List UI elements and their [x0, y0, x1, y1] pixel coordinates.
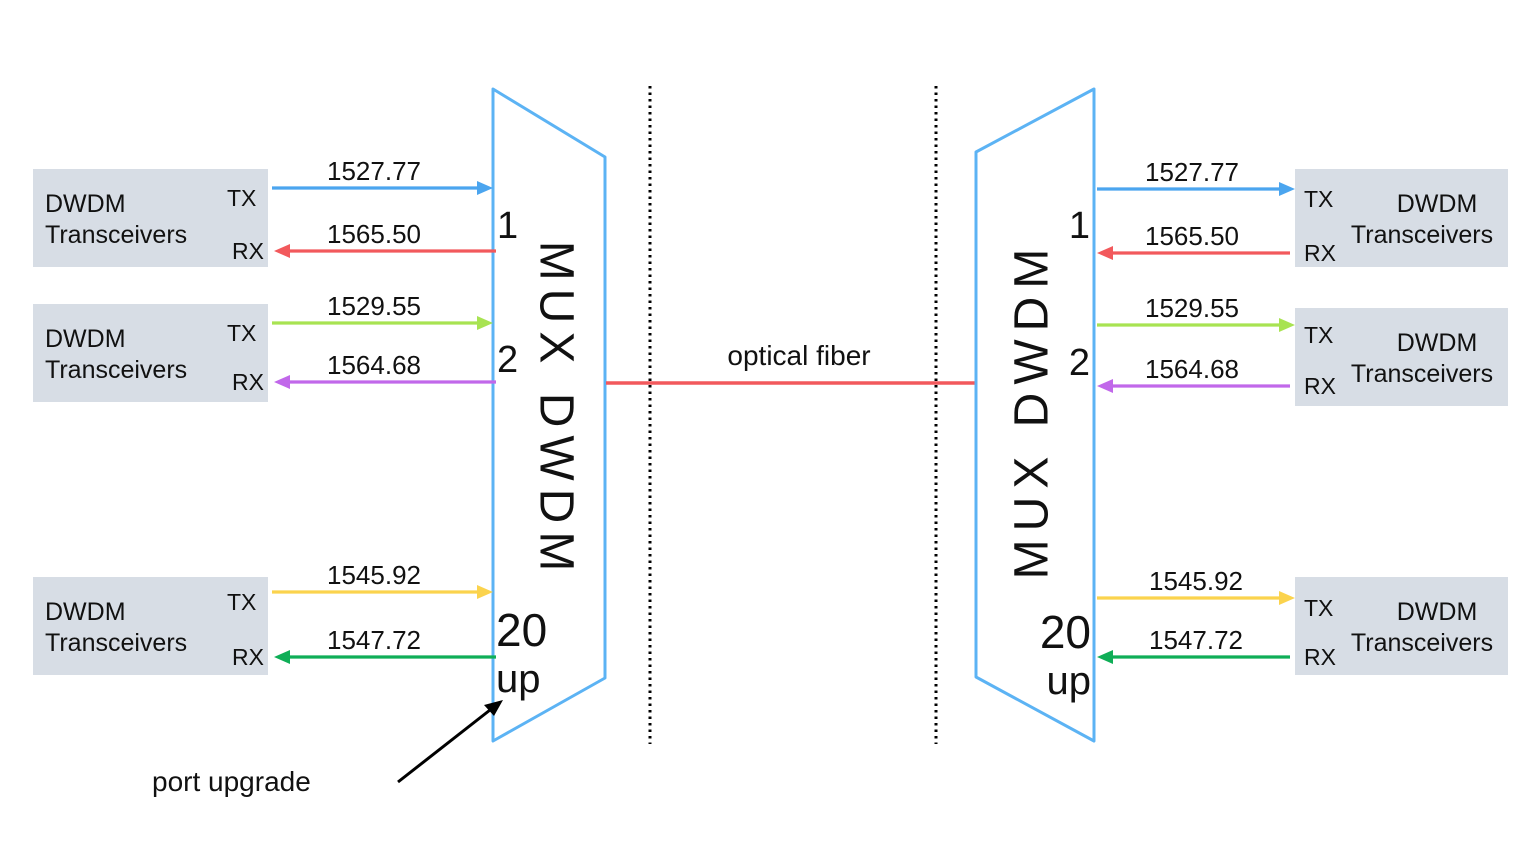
port-upgrade-arrow-line [397, 708, 491, 784]
port-upgrade-annotation: port upgrade [152, 700, 503, 797]
transceiver-label-line2: Transceivers [45, 221, 187, 249]
transceiver-label-line1: DWDM [45, 325, 126, 353]
right-channel-2: 1529.55 1564.68 [1097, 293, 1295, 393]
transceiver-box [33, 577, 268, 675]
right-transceiver-box-3: TX RX DWDM Transceivers [1295, 577, 1508, 675]
tx-wavelength-label: 1527.77 [327, 156, 421, 186]
mux-port-2-label: 2 [1069, 342, 1090, 384]
rx-arrow-head [274, 375, 290, 389]
tx-port-label: TX [227, 185, 256, 211]
left-channel-2: 1529.55 1564.68 [272, 291, 496, 389]
transceiver-label-line1: DWDM [45, 190, 126, 218]
optical-fiber-label: optical fiber [727, 340, 870, 371]
left-channel-1: 1527.77 1565.50 [272, 156, 496, 258]
rx-wavelength-label: 1564.68 [327, 350, 421, 380]
mux-trapezoid [974, 87, 1096, 743]
tx-arrow-head [1279, 318, 1295, 332]
transceiver-label-line2: Transceivers [1351, 221, 1493, 249]
mux-port-20-label: 20 [1040, 606, 1091, 658]
tx-wavelength-label: 1529.55 [1145, 293, 1239, 323]
mux-label: MUX DWDM [529, 241, 582, 580]
left-mux: MUX DWDM 1 2 20 up [491, 87, 607, 743]
tx-arrow-head [477, 181, 493, 195]
mux-port-20-label: 20 [496, 604, 547, 656]
rx-port-label: RX [1304, 644, 1336, 670]
right-channel-1: 1527.77 1565.50 [1097, 157, 1295, 260]
rx-wavelength-label: 1565.50 [1145, 221, 1239, 251]
mux-trapezoid [491, 87, 607, 743]
rx-arrow-head [1097, 246, 1113, 260]
tx-wavelength-label: 1529.55 [327, 291, 421, 321]
tx-arrow-head [477, 316, 493, 330]
rx-port-label: RX [1304, 373, 1336, 399]
transceiver-box [33, 304, 268, 402]
tx-port-label: TX [227, 589, 256, 615]
right-channel-20: 1545.92 1547.72 [1097, 566, 1295, 664]
rx-arrow-head [274, 650, 290, 664]
mux-port-2-label: 2 [497, 339, 518, 381]
mux-port-up-label: up [1047, 659, 1092, 703]
tx-port-label: TX [1304, 322, 1333, 348]
transceiver-box [33, 169, 268, 267]
tx-port-label: TX [1304, 186, 1333, 212]
rx-arrow-head [1097, 650, 1113, 664]
right-transceiver-box-1: TX RX DWDM Transceivers [1295, 169, 1508, 267]
transceiver-label-line2: Transceivers [45, 629, 187, 657]
transceiver-label-line1: DWDM [1397, 190, 1478, 218]
port-upgrade-label: port upgrade [152, 766, 311, 797]
rx-arrow-head [1097, 379, 1113, 393]
rx-wavelength-label: 1547.72 [1149, 625, 1243, 655]
rx-port-label: RX [232, 369, 264, 395]
tx-arrow-head [1279, 182, 1295, 196]
transceiver-box [1295, 169, 1508, 267]
transceiver-label-line1: DWDM [1397, 329, 1478, 357]
rx-port-label: RX [232, 644, 264, 670]
tx-wavelength-label: 1545.92 [327, 560, 421, 590]
transceiver-label-line2: Transceivers [1351, 629, 1493, 657]
transceiver-label-line1: DWDM [1397, 598, 1478, 626]
tx-arrow-head [1279, 591, 1295, 605]
tx-wavelength-label: 1527.77 [1145, 157, 1239, 187]
transceiver-label-line1: DWDM [45, 598, 126, 626]
rx-wavelength-label: 1547.72 [327, 625, 421, 655]
mux-port-1-label: 1 [497, 205, 518, 247]
right-transceiver-box-2: TX RX DWDM Transceivers [1295, 308, 1508, 406]
tx-port-label: TX [1304, 595, 1333, 621]
transceiver-label-line2: Transceivers [45, 356, 187, 384]
transceiver-box [1295, 308, 1508, 406]
rx-wavelength-label: 1565.50 [327, 219, 421, 249]
left-transceiver-box-2: DWDM Transceivers TX RX [33, 304, 268, 402]
left-transceiver-box-3: DWDM Transceivers TX RX [33, 577, 268, 675]
transceiver-label-line2: Transceivers [1351, 360, 1493, 388]
tx-wavelength-label: 1545.92 [1149, 566, 1243, 596]
transceiver-box [1295, 577, 1508, 675]
right-mux: MUX DWDM 1 2 20 up [974, 87, 1096, 743]
mux-port-up-label: up [496, 657, 541, 701]
rx-wavelength-label: 1564.68 [1145, 354, 1239, 384]
mux-port-1-label: 1 [1069, 205, 1090, 247]
rx-arrow-head [274, 244, 290, 258]
tx-arrow-head [477, 585, 493, 599]
mux-label: MUX DWDM [1006, 241, 1059, 580]
left-transceiver-box-1: DWDM Transceivers TX RX [33, 169, 268, 267]
left-channel-20: 1545.92 1547.72 [272, 560, 496, 664]
rx-port-label: RX [232, 238, 264, 264]
tx-port-label: TX [227, 320, 256, 346]
rx-port-label: RX [1304, 240, 1336, 266]
port-upgrade-arrow-head [484, 700, 503, 716]
